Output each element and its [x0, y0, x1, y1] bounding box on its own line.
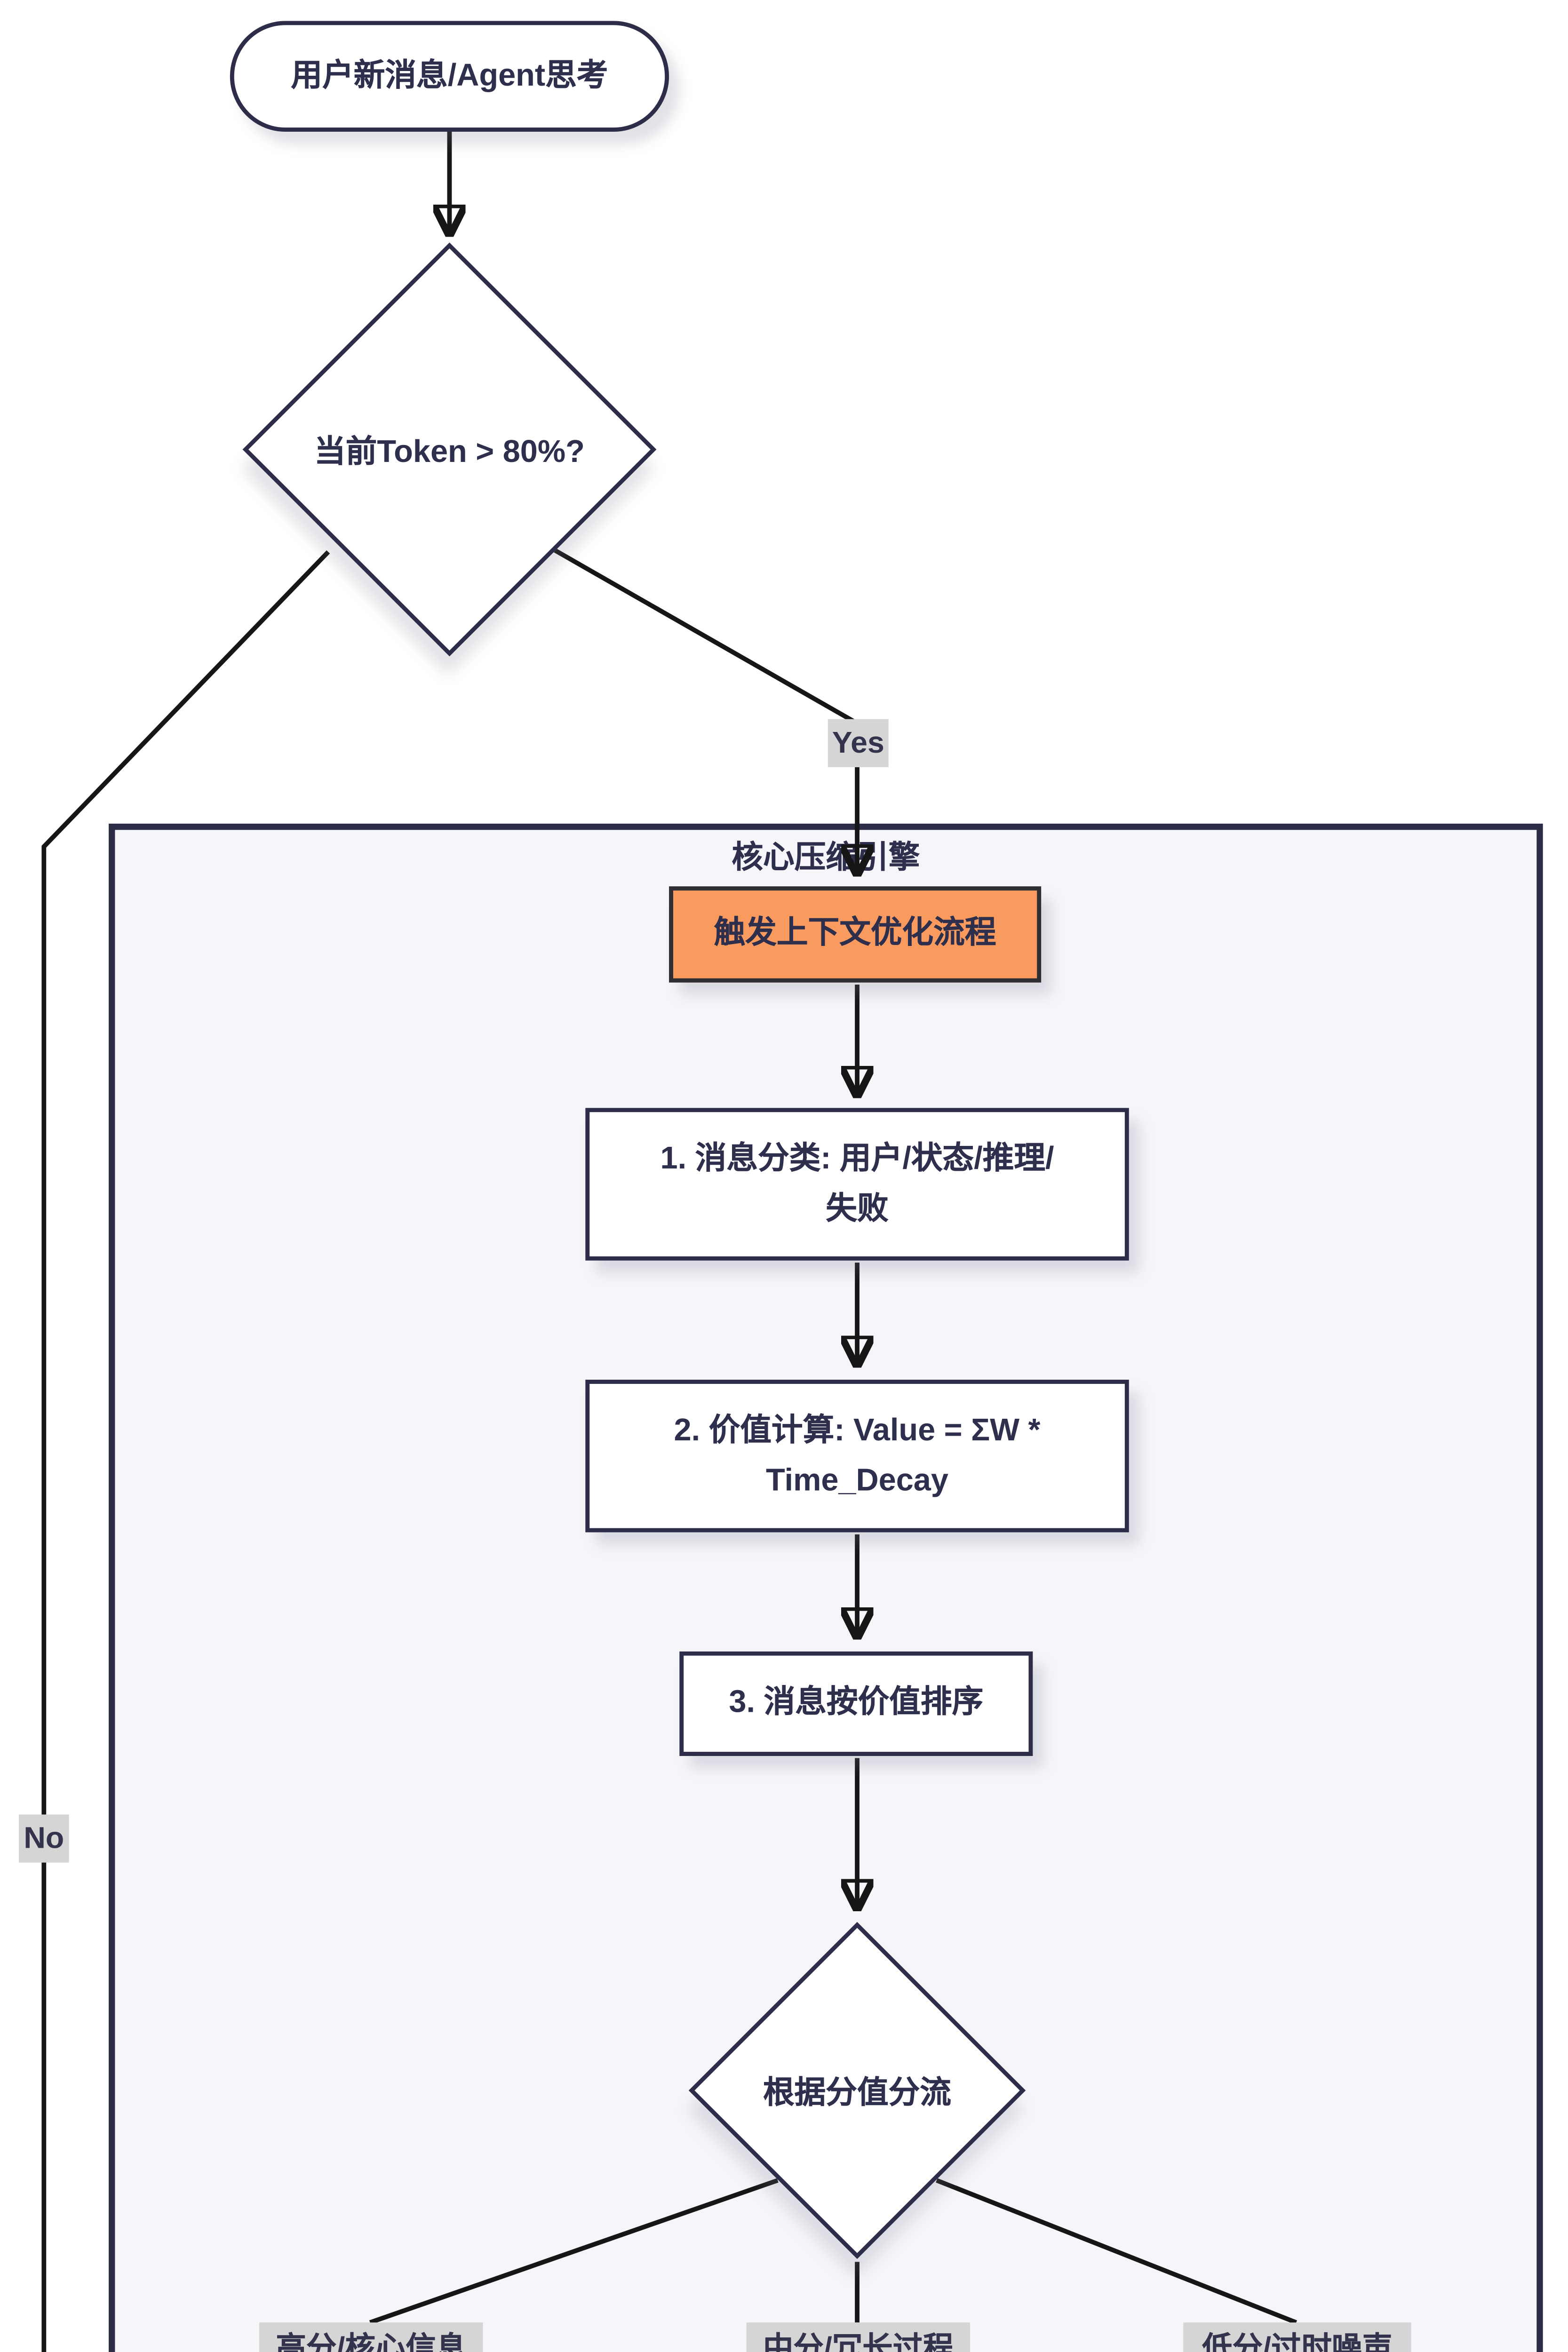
node-sort: 3. 消息按价值排序	[679, 1651, 1033, 1756]
subgraph-title: 核心压缩引擎	[732, 840, 920, 876]
edge-label-no: No	[18, 1814, 69, 1863]
node-sort-label: 3. 消息按价值排序	[729, 1685, 984, 1721]
node-token-check-label: 当前Token > 80%?	[314, 434, 585, 469]
node-start: 用户新消息/Agent思考	[230, 21, 669, 132]
node-value-calc-line2: Time_Decay	[766, 1462, 948, 1498]
node-start-label: 用户新消息/Agent思考	[291, 57, 608, 93]
edge-check-yes-diagonal	[553, 548, 859, 725]
edge-label-low-score: 低分/过时噪声	[1183, 2322, 1411, 2352]
node-classify: 1. 消息分类: 用户/状态/推理/ 失败	[585, 1108, 1129, 1261]
node-route-label: 根据分值分流	[763, 2074, 952, 2111]
edge-label-mid-score: 中分/冗长过程	[746, 2322, 971, 2352]
node-value-calc-line1: 2. 价值计算: Value = ΣW *	[674, 1412, 1041, 1448]
node-value-calc: 2. 价值计算: Value = ΣW * Time_Decay	[585, 1380, 1129, 1533]
edge-label-yes: Yes	[828, 719, 889, 767]
node-trigger-label: 触发上下文优化流程	[714, 915, 996, 952]
edge-label-high-score: 高分/核心信息	[259, 2322, 483, 2352]
node-classify-line1: 1. 消息分类: 用户/状态/推理/	[660, 1140, 1054, 1176]
node-trigger: 触发上下文优化流程	[669, 886, 1042, 983]
node-classify-line2: 失败	[826, 1190, 889, 1226]
